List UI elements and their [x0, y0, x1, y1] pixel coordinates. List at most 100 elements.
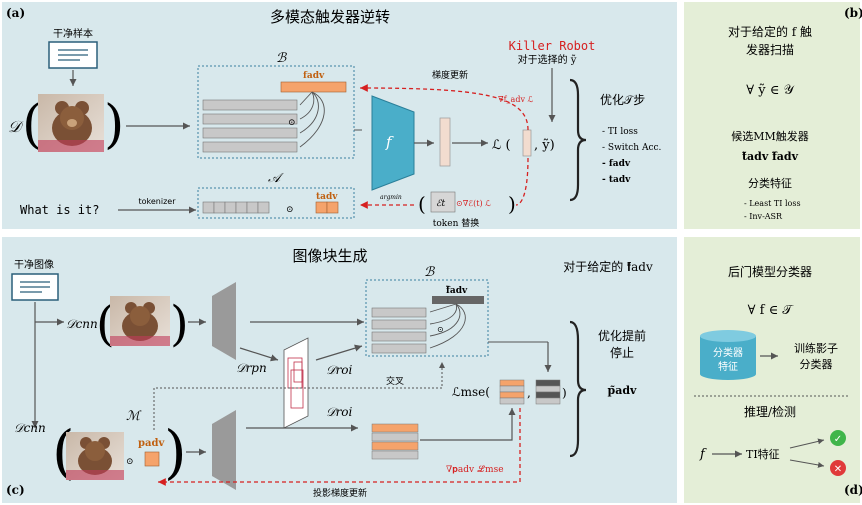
panel-a-title: 多模态触发器逆转	[270, 8, 390, 26]
feature-item-2: - Inv-ASR	[744, 212, 783, 221]
right-paren-c1: )	[170, 296, 189, 352]
teddy-bear-image-2	[110, 296, 170, 346]
droi-label-top: 𝒟roi	[326, 363, 353, 377]
roi-to-loss-arrow	[420, 408, 516, 441]
candidates-symbols: 𝐭̃adv 𝐟̃adv	[742, 150, 799, 163]
argmin-grad-label: ⊙∇ℰ(t) ℒ	[456, 199, 491, 208]
grad-p-label: ∇𝐩adv ℒmse	[446, 465, 504, 475]
B-label: ℬ	[276, 51, 287, 66]
odot-symbol: ⊙	[288, 118, 296, 128]
loss-target: , ỹ)	[534, 138, 555, 153]
document-icon	[48, 41, 98, 69]
right-brace-a	[569, 78, 587, 202]
roi-feature-stack	[371, 423, 419, 460]
f-adv-label: 𝐟adv	[303, 71, 325, 81]
loss-label: ℒ (	[492, 138, 511, 153]
clean-image-label: 干净图像	[14, 258, 54, 271]
projected-gradient-arrow	[158, 408, 521, 486]
panel-b-background	[684, 2, 860, 229]
panel-b-tag: (b)	[844, 6, 862, 20]
t-adv-cell-1	[315, 201, 328, 214]
dcnn-label-bottom: 𝒟cnn	[14, 421, 46, 435]
cross-glyph: ✕	[834, 464, 842, 475]
fusion-curves	[299, 91, 325, 148]
argmin-label: argmin	[380, 194, 402, 201]
candidates-label: 候选MM触发器	[731, 129, 809, 143]
optimize-label: 优化𝒯步	[600, 93, 645, 107]
check-icon	[830, 430, 846, 446]
feature-item-1: - Least TI loss	[744, 199, 801, 208]
panel-c-tag: (c)	[6, 483, 25, 497]
ti-feature-label: TI特征	[746, 447, 780, 461]
model-output-bar	[439, 117, 451, 167]
panel-c-title: 图像块生成	[292, 247, 367, 265]
left-paren: (	[22, 95, 42, 155]
loss-output-bar	[522, 129, 532, 157]
lmse-close: )	[562, 386, 567, 400]
bullet-4: - 𝐭adv	[602, 175, 631, 185]
p-adv-patch	[144, 451, 160, 467]
dataset-D-symbol: 𝒟	[8, 117, 24, 136]
fusion-curves-c	[429, 303, 466, 349]
lmse-dark-stack	[535, 379, 561, 405]
lmse-comma: ,	[527, 386, 531, 400]
t-adv-cell-2	[326, 201, 339, 214]
opt-label: 优化提前	[598, 328, 646, 343]
embedding-symbol: ℰt	[436, 199, 445, 209]
f-adv-bar	[280, 81, 347, 93]
f-adv-tilde-label: 𝐟̃adv	[446, 285, 468, 296]
teddy-bear-image-3	[66, 432, 124, 480]
clean-sample-label: 干净样本	[53, 27, 93, 40]
token-cells	[202, 201, 270, 214]
argmin-paren-open: (	[418, 192, 426, 216]
panel-d-forall: ∀ f ∈ 𝒯	[748, 303, 795, 318]
panel-d-tag: (d)	[844, 483, 862, 497]
right-brace-c	[569, 320, 587, 458]
model-f-label: f	[385, 133, 394, 151]
right-paren: )	[104, 95, 124, 155]
M-label: ℳ	[126, 409, 142, 424]
projected-gradient-label: 投影梯度更新	[313, 487, 367, 499]
argmin-paren-close: )	[508, 192, 516, 216]
stop-label: 停止	[610, 345, 634, 360]
selected-target-label: 对于选择的 ỹ	[518, 53, 577, 66]
given-f-label: 对于给定的 𝐟̃adv	[563, 259, 653, 274]
train-line1: 训练影子	[794, 341, 838, 355]
features-label: 分类特征	[748, 176, 792, 190]
cylinder-line1: 分类器	[713, 346, 743, 359]
B-label-c: ℬ	[424, 265, 435, 280]
bullet-1: - TI loss	[602, 127, 638, 137]
embedding-matrix	[430, 191, 456, 213]
check-glyph: ✓	[834, 434, 842, 445]
panel-d-title: 后门模型分类器	[728, 264, 812, 279]
cross-dashed-path	[153, 362, 445, 430]
lmse-label: ℒmse(	[452, 385, 490, 399]
panel-b-line1: 对于给定的 f 触	[728, 24, 812, 39]
backbone-block-bottom	[212, 410, 236, 490]
A-label: 𝒜	[268, 171, 284, 186]
gradient-update-label: 梯度更新	[432, 69, 468, 81]
droi-label-bottom: 𝒟roi	[326, 405, 353, 419]
model-f-block	[371, 95, 415, 191]
cross-icon	[830, 460, 846, 476]
token-grad-path	[515, 157, 529, 206]
killer-robot-label: Killer Robot	[509, 39, 596, 53]
p-adv-label: 𝐩adv	[138, 438, 165, 449]
bullet-2: - Switch Acc.	[602, 143, 662, 153]
B-box-c	[365, 279, 489, 357]
panel-b-line2: 发器扫描	[746, 42, 794, 57]
drpn-label: 𝒟rpn	[236, 361, 267, 375]
odot-symbol-2: ⊙	[286, 205, 294, 215]
tokenizer-label: tokenizer	[138, 197, 176, 206]
B-embedding-box	[197, 65, 355, 159]
token-replace-label: token 替换	[433, 217, 479, 229]
t-adv-label: 𝐭adv	[316, 192, 338, 202]
grad-f-label: ∇f_adv ℒ	[498, 95, 534, 104]
panel-a-background	[2, 2, 677, 229]
infer-label: 推理/检测	[744, 404, 796, 419]
f-adv-dark-bar	[432, 296, 484, 304]
train-line2: 分类器	[800, 357, 833, 371]
panel-b-forall: ∀ ỹ ∈ 𝒴	[746, 83, 794, 98]
classifier-feature-cylinder	[700, 330, 756, 380]
